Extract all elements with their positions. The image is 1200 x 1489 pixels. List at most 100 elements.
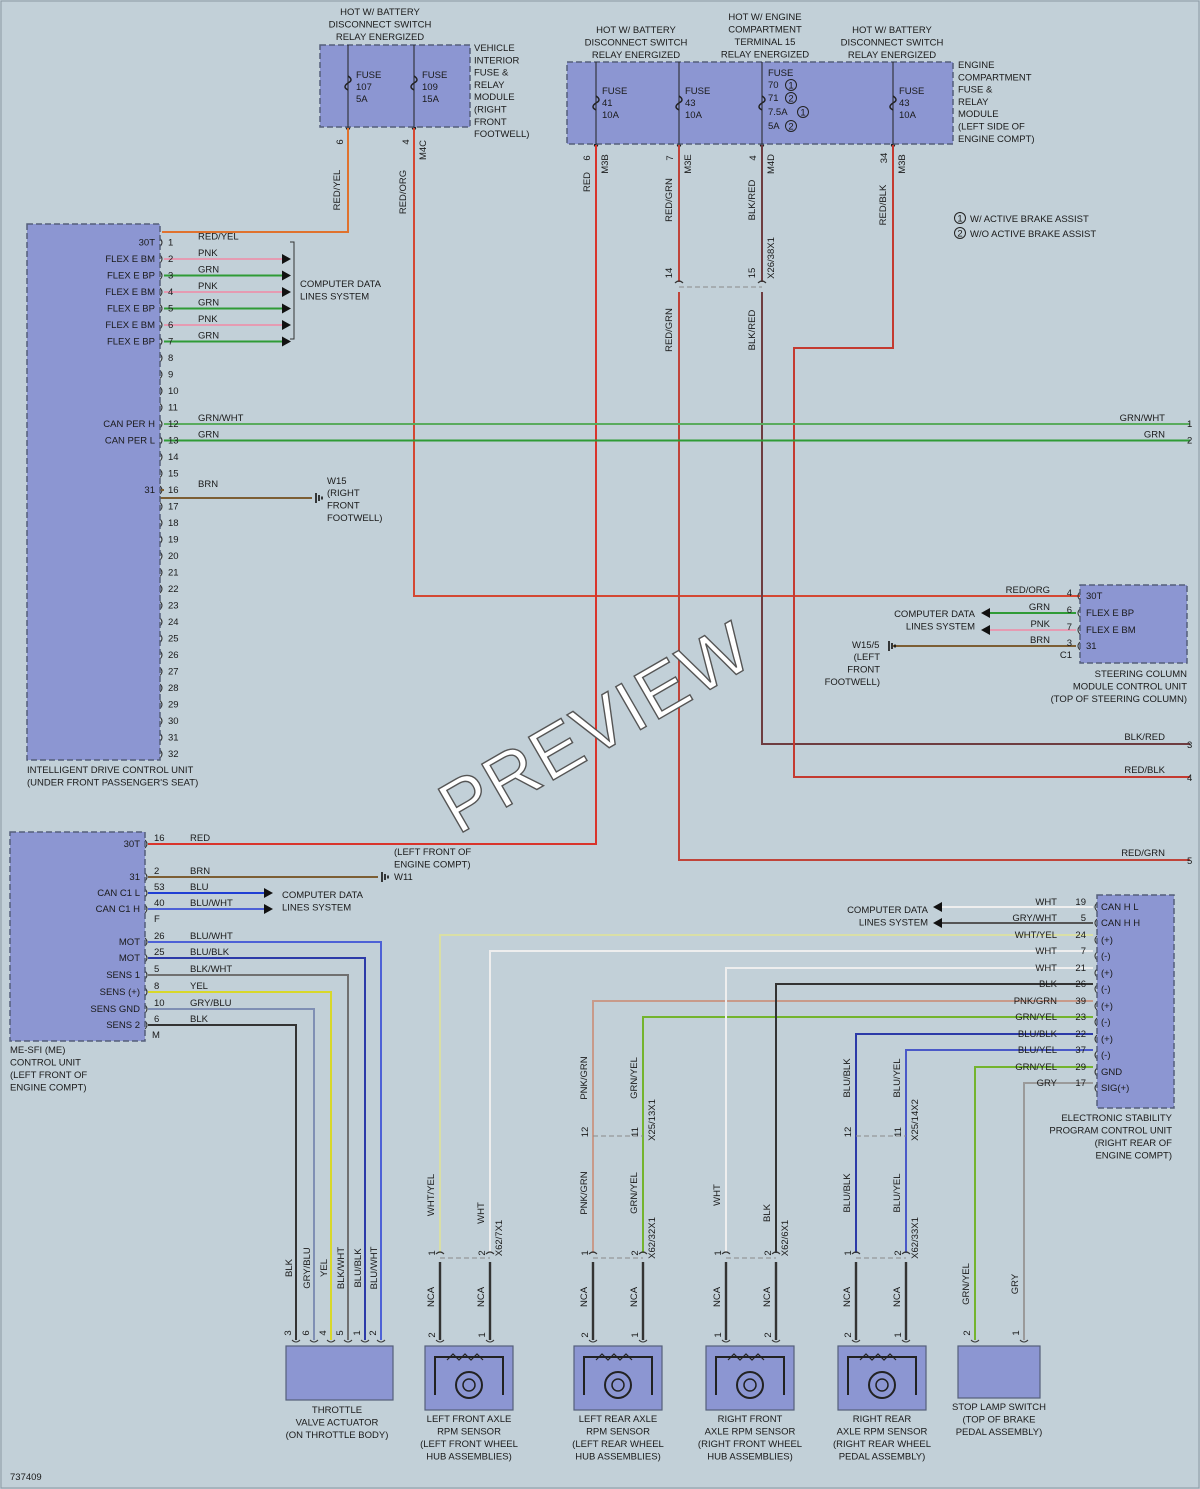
pin-cap [901, 1339, 911, 1343]
pin-number: 8 [168, 353, 173, 364]
pin-number: 17 [168, 502, 179, 513]
wire-color-label: BRN [1030, 635, 1050, 646]
module-caption: AXLE RPM SENSOR [705, 1427, 796, 1438]
module-caption: INTELLIGENT DRIVE CONTROL UNIT [27, 765, 193, 776]
ground-icon [381, 872, 389, 882]
pin-number: 39 [1075, 996, 1086, 1007]
wire-color-label: GRY [1037, 1078, 1058, 1089]
wire-color-label: WHT [1035, 946, 1057, 957]
arrow-icon [981, 625, 990, 635]
wire-color-label: RED/YEL [198, 232, 239, 243]
wire-stop-lamp [1023, 1082, 1093, 1340]
wire-color-label: WHT [712, 1184, 723, 1206]
connector-id: F [154, 914, 160, 925]
pin-label: (-) [1101, 1050, 1111, 1061]
pin-number: 16 [154, 833, 165, 844]
pin-number: 14 [168, 452, 179, 463]
fuse-name: FUSE [768, 68, 793, 79]
tone-ring-center [743, 1378, 757, 1392]
pin-number: 1 [713, 1332, 724, 1337]
legend-circle-icon [954, 227, 966, 239]
edge-ref: 2 [1187, 436, 1192, 447]
arrow-icon [933, 918, 942, 928]
pin-label: 30T [1086, 591, 1103, 602]
pin-number: 1 [893, 1332, 904, 1337]
connector-cap [721, 1251, 731, 1255]
pin-number: 2 [630, 1250, 641, 1255]
wire-color-label: RED/ORG [398, 170, 409, 214]
wheel-speed-sensor [837, 1345, 927, 1411]
pin-label: FLEX E BP [107, 304, 155, 315]
module-caption: CONTROL UNIT [10, 1058, 81, 1069]
pin-cap [159, 683, 163, 693]
wire-color-label: GRN/YEL [1015, 1062, 1057, 1073]
ground-location: FOOTWELL) [327, 513, 382, 524]
module-caption: (ON THROTTLE BODY) [286, 1430, 389, 1441]
steering-column-module [1079, 584, 1188, 664]
pin-number: 1 [580, 1250, 591, 1255]
pin-cap [435, 1339, 445, 1343]
wire-throttle [148, 957, 366, 1340]
connector-cap [638, 1251, 648, 1255]
edge-ref: 3 [1187, 740, 1192, 751]
wire-throttle [148, 1024, 297, 1340]
arrow-icon [264, 888, 273, 898]
pin-number: 2 [427, 1332, 438, 1337]
legend-mark: 1 [800, 108, 805, 119]
fuse-name: FUSE [685, 86, 710, 97]
edge-ref: 4 [1187, 773, 1192, 784]
pin-number: 27 [168, 667, 179, 678]
module-caption: VALVE ACTUATOR [296, 1418, 379, 1429]
pin-cap [721, 1339, 731, 1343]
coil-winding [595, 1353, 633, 1361]
sensor-coil [583, 1356, 653, 1395]
pin-cap [309, 1339, 319, 1343]
fuse-rating: 10A [899, 110, 917, 121]
pin-label: MOT [119, 937, 140, 948]
tone-ring-center [875, 1378, 889, 1392]
pin-number: 53 [154, 882, 165, 893]
connector-id: M3B [600, 154, 611, 174]
pin-number: 2 [763, 1250, 774, 1255]
pin-number: 11 [630, 1127, 641, 1137]
module-caption: (RIGHT REAR OF [1095, 1138, 1173, 1149]
pin-number: 5 [1081, 913, 1086, 924]
module-caption: HUB ASSEMBLIES) [426, 1452, 512, 1463]
fuse-icon [675, 95, 683, 111]
pin-number: 1 [477, 1332, 488, 1337]
module-caption: STEERING COLUMN [1095, 669, 1188, 680]
wire-color-label: BLU/BLK [842, 1058, 853, 1098]
hot-caption: DISCONNECT SWITCH [585, 38, 688, 49]
pin-number: 12 [580, 1127, 591, 1138]
ground-name: W15 [327, 476, 347, 487]
arrow-icon [282, 320, 291, 330]
module-caption: PROGRAM CONTROL UNIT [1049, 1126, 1172, 1137]
pin-label: (-) [1101, 951, 1111, 962]
wire-color-label: BLU/YEL [1018, 1045, 1057, 1056]
bracket [290, 241, 295, 340]
fuse-icon [758, 95, 766, 111]
pin-cap [771, 1339, 781, 1343]
wire-color-label: YEL [319, 1259, 330, 1277]
pin-cap [159, 386, 163, 396]
ground-location: FRONT [327, 501, 360, 512]
wire-color-label: PNK/GRN [579, 1056, 590, 1099]
wire-sensor [439, 934, 1093, 1253]
tone-ring-icon [868, 1371, 896, 1399]
pin-cap [851, 1339, 861, 1343]
wire-color-label: RED/GRN [664, 178, 675, 222]
hot-caption: TERMINAL 15 [735, 37, 796, 48]
connector-id: X62/32X1 [647, 1217, 658, 1259]
tone-ring-center [611, 1378, 625, 1392]
fuse-rating: 10A [602, 110, 620, 121]
wire-color-label: GRN [198, 298, 219, 309]
fuse-rating: 5A [356, 94, 368, 105]
pin-number: 26 [154, 931, 165, 942]
pin-label: CAN H H [1101, 918, 1140, 929]
pin-number: 25 [168, 634, 179, 645]
module-caption: AXLE RPM SENSOR [837, 1427, 928, 1438]
wheel-speed-sensor [573, 1345, 663, 1411]
pin-number: 10 [154, 998, 165, 1009]
wire-color-label: BLU/WHT [369, 1246, 380, 1289]
wire-color-label: GRN/WHT [198, 413, 244, 424]
